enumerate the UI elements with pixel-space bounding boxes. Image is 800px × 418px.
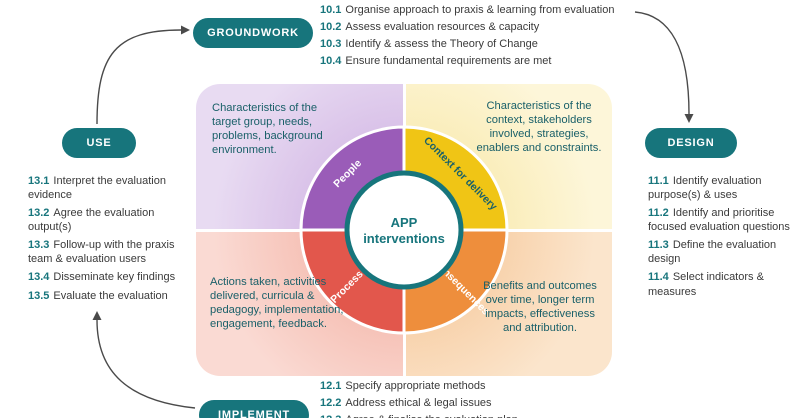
arrow-implement-to-use	[96, 319, 196, 409]
task-number: 13.5	[28, 289, 50, 302]
task-item: 12.3 Agree & finalise the evaluation plan	[320, 413, 650, 418]
task-number: 12.1	[320, 380, 342, 392]
task-text: Agree the evaluation output(s)	[28, 207, 155, 234]
stage-pill-implement: IMPLEMENT	[199, 400, 309, 418]
task-number: 13.4	[28, 271, 50, 284]
task-number: 12.3	[320, 414, 341, 418]
task-number: 10.3	[320, 38, 342, 51]
stage-label: IMPLEMENT	[218, 409, 290, 418]
center-title-line2: interventions	[363, 231, 445, 246]
task-text: Address ethical & legal issues	[345, 397, 492, 410]
task-number: 10.4	[320, 55, 342, 68]
stage-pill-design: DESIGN	[645, 128, 737, 158]
task-number: 11.2	[648, 207, 669, 220]
task-number: 10.2	[320, 21, 342, 34]
process-description: Actions taken, activities delivered, cur…	[210, 276, 344, 330]
task-text: Identify evaluation purpose(s) & uses	[648, 175, 762, 202]
center-title-line1: APP	[391, 215, 418, 230]
task-text: Evaluate the evaluation	[53, 289, 168, 302]
arrow-groundwork-to-design	[634, 11, 690, 115]
arrowhead-right-icon	[181, 25, 190, 35]
task-number: 11.4	[648, 271, 669, 284]
task-text: Follow-up with the praxis team & evaluat…	[28, 239, 175, 266]
stage-label: DESIGN	[667, 137, 715, 149]
stage-label: GROUNDWORK	[207, 27, 299, 39]
consequences-description: Benefits and outcomes over time, longer …	[483, 280, 597, 334]
task-text: Assess evaluation resources & capacity	[345, 21, 540, 34]
task-text: Identify and prioritise focused evaluati…	[648, 207, 790, 234]
arrowhead-down-icon	[684, 114, 694, 123]
task-number: 12.2	[320, 397, 342, 410]
task-number: 13.1	[28, 175, 50, 187]
task-text: Select indicators & measures	[648, 271, 764, 298]
task-text: Identify & assess the Theory of Change	[345, 38, 538, 51]
task-text: Agree & finalise the evaluation plan	[345, 414, 517, 418]
task-text: Interpret the evaluation evidence	[28, 175, 166, 202]
task-number: 13.3	[28, 239, 50, 252]
arrow-use-to-groundwork	[96, 29, 182, 125]
task-text: Disseminate key findings	[53, 271, 176, 284]
people-description: Characteristics of the target group, nee…	[212, 102, 323, 156]
arrowhead-up-icon	[92, 311, 102, 320]
task-text: Organise approach to praxis & learning f…	[345, 4, 615, 16]
task-text: Define the evaluation design	[648, 239, 777, 266]
inner-ring: People Context for delivery Process Cons…	[299, 125, 509, 335]
task-number: 11.1	[648, 175, 669, 187]
stage-pill-groundwork: GROUNDWORK	[193, 18, 313, 48]
task-text: Ensure fundamental requirements are met	[345, 55, 552, 68]
stage-label: USE	[86, 137, 112, 149]
task-text: Specify appropriate methods	[345, 380, 486, 392]
task-number: 11.3	[648, 239, 669, 252]
task-number: 13.2	[28, 207, 50, 220]
context-description: Characteristics of the context, stakehol…	[476, 100, 602, 154]
stage-pill-use: USE	[62, 128, 136, 158]
task-number: 10.1	[320, 4, 342, 16]
center-circle	[344, 170, 464, 290]
